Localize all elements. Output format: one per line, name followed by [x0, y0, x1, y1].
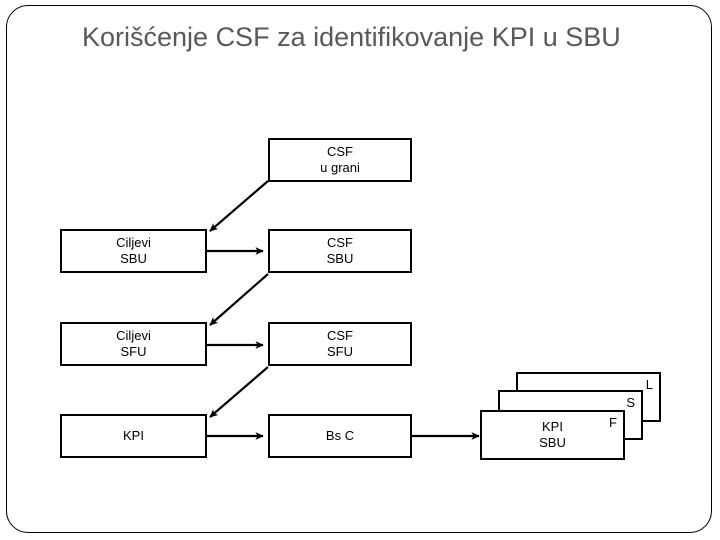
node-ciljevi-sbu[interactable]: Ciljevi SBU — [60, 229, 207, 273]
node-ciljevi-sbu-line2: SBU — [120, 251, 147, 266]
node-kpi-line1: KPI — [123, 428, 144, 443]
node-csf-u-grani-line1: CSF — [327, 144, 353, 159]
node-csf-sfu[interactable]: CSF SFU — [268, 322, 412, 366]
card-front-body: KPI SBU — [482, 412, 623, 458]
edge-csfsfu-to-kpi — [209, 366, 269, 418]
node-ciljevi-sfu[interactable]: Ciljevi SFU — [60, 322, 207, 366]
node-kpi[interactable]: KPI — [60, 414, 207, 458]
page-title: Korišćenje CSF za identifikovanje KPI u … — [82, 22, 621, 52]
node-csf-sbu-line2: SBU — [326, 251, 354, 266]
node-csf-u-grani[interactable]: CSF u grani — [268, 138, 412, 182]
node-ciljevi-sfu-line1: Ciljevi — [116, 328, 151, 343]
card-front-line2: SBU — [539, 435, 566, 450]
card-middle-label: S — [626, 395, 635, 410]
node-bsc-line1: Bs C — [325, 428, 355, 443]
node-csf-sbu[interactable]: CSF SBU — [268, 229, 412, 273]
card-kpi-sbu-front[interactable]: F KPI SBU — [480, 410, 625, 460]
node-ciljevi-sbu-line1: Ciljevi — [116, 235, 151, 250]
card-back-label: L — [645, 377, 653, 392]
card-front-label: F — [609, 415, 617, 430]
node-bsc[interactable]: Bs C — [268, 414, 412, 458]
node-csf-u-grani-line2: u grani — [320, 160, 360, 175]
edge-csfsbu-to-ciljevisfu — [209, 273, 269, 326]
edge-csfgrani-to-ciljevisbu — [209, 180, 269, 232]
card-front-line1: KPI — [542, 419, 563, 434]
node-csf-sfu-line1: CSF — [327, 328, 353, 343]
node-csf-sfu-line2: SFU — [327, 344, 353, 359]
node-ciljevi-sfu-line2: SFU — [120, 344, 147, 359]
node-csf-sbu-line1: CSF — [327, 235, 353, 250]
